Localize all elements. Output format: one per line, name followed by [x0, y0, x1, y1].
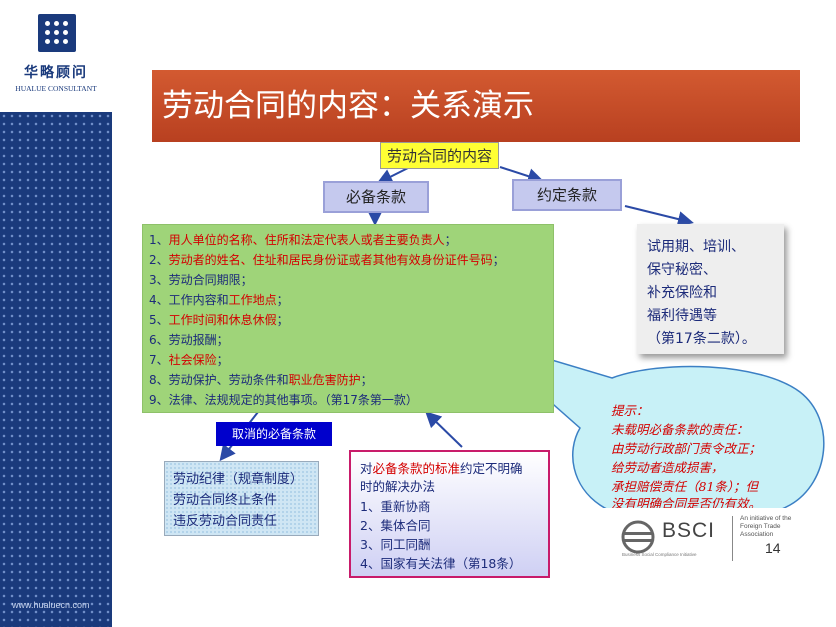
clause-item: 8、劳动保护、劳动条件和职业危害防护；	[149, 373, 373, 387]
resolution-item: 1、重新协商	[360, 499, 431, 514]
resolution-box: 对必备条款的标准约定不明确 时的解决办法 1、重新协商 2、集体合同 3、同工同…	[349, 450, 550, 578]
tip-callout	[477, 337, 825, 526]
slide-title: 劳动合同的内容：关系演示	[162, 88, 534, 124]
tip-line: 未载明必备条款的责任：	[611, 422, 749, 437]
website-url: www.hualuecn.com	[12, 600, 90, 610]
resolution-heading-2: 时的解决办法	[360, 479, 436, 494]
logo-name: 华略顾问	[24, 65, 88, 81]
clause-item: 3、劳动合同期限；	[149, 273, 253, 287]
bsci-divider	[732, 516, 733, 561]
resolution-heading: 对必备条款的标准约定不明确	[360, 461, 523, 476]
tip-line: 没有明确合同是否仍有效。	[611, 496, 762, 511]
agreed-item: 试用期、培训、	[647, 239, 745, 255]
bsci-name: BSCI	[662, 519, 716, 542]
tip-line: 承担赔偿责任（81条）；但	[611, 479, 759, 494]
logo-icon	[38, 14, 76, 52]
root-to-mandatory-arrow	[376, 166, 411, 184]
bsci-logo	[598, 508, 794, 570]
cancelled-clauses-box: 劳动纪律（规章制度） 劳动合同终止条件 违反劳动合同责任	[164, 461, 319, 536]
resolution-item: 2、集体合同	[360, 518, 431, 533]
tip-line: 由劳动行政部门责令改正；	[611, 441, 762, 456]
resolution-item: 3、同工同酬	[360, 537, 431, 552]
agreed-clauses-box: 试用期、培训、 保守秘密、 补充保险和 福利待遇等 （第17条二款）。	[637, 224, 784, 354]
agreed-item: 补充保险和	[647, 285, 717, 301]
logo-panel: 华略顾问 HUALUE CONSULTANT	[0, 0, 112, 112]
tip-line: 给劳动者造成损害，	[611, 460, 724, 475]
logo-subtitle: HUALUE CONSULTANT	[15, 84, 97, 93]
clause-item: 4、工作内容和工作地点；	[149, 293, 289, 307]
bsci-note: An initiative of the Foreign Trade Assoc…	[740, 515, 792, 538]
cancelled-clauses-label: 取消的必备条款	[216, 422, 332, 446]
root-node: 劳动合同的内容	[380, 142, 500, 169]
mandatory-branch: 必备条款	[323, 181, 429, 213]
agreed-branch: 约定条款	[512, 179, 622, 211]
bsci-tagline: Business Social Compliance Initiative	[622, 552, 697, 557]
clause-item: 5、工作时间和休息休假；	[149, 313, 289, 327]
clause-item: 2、劳动者的姓名、住址和居民身份证或者其他有效身份证件号码；	[149, 253, 505, 267]
tip-heading: 提示：	[611, 403, 649, 418]
agreed-item: 保守秘密、	[647, 262, 717, 278]
agreed-down-arrow	[624, 205, 694, 227]
cancelled-item: 违反劳动合同责任	[173, 514, 278, 529]
agreed-item: （第17条二款）。	[647, 331, 756, 347]
cancelled-item: 劳动纪律（规章制度）	[173, 472, 304, 487]
clause-item: 6、劳动报酬；	[149, 333, 229, 347]
clause-item: 1、用人单位的名称、住所和法定代表人或者主要负责人；	[149, 233, 457, 247]
root-to-agreed-arrow	[499, 166, 544, 184]
cancelled-item: 劳动合同终止条件	[173, 493, 278, 508]
mandatory-clauses-box: 1、用人单位的名称、住所和法定代表人或者主要负责人； 2、劳动者的姓名、住址和居…	[142, 224, 554, 413]
bsci-emblem-icon	[621, 520, 655, 554]
resolve-arrow	[425, 411, 463, 448]
resolution-item: 4、国家有关法律（第18条）	[360, 556, 522, 571]
clause-item: 7、社会保险；	[149, 353, 229, 367]
title-bar	[152, 70, 800, 142]
page-number: 14	[765, 540, 781, 556]
clause-item: 9、法律、法规规定的其他事项。（第17条第一款）	[149, 393, 418, 407]
agreed-item: 福利待遇等	[647, 308, 717, 324]
